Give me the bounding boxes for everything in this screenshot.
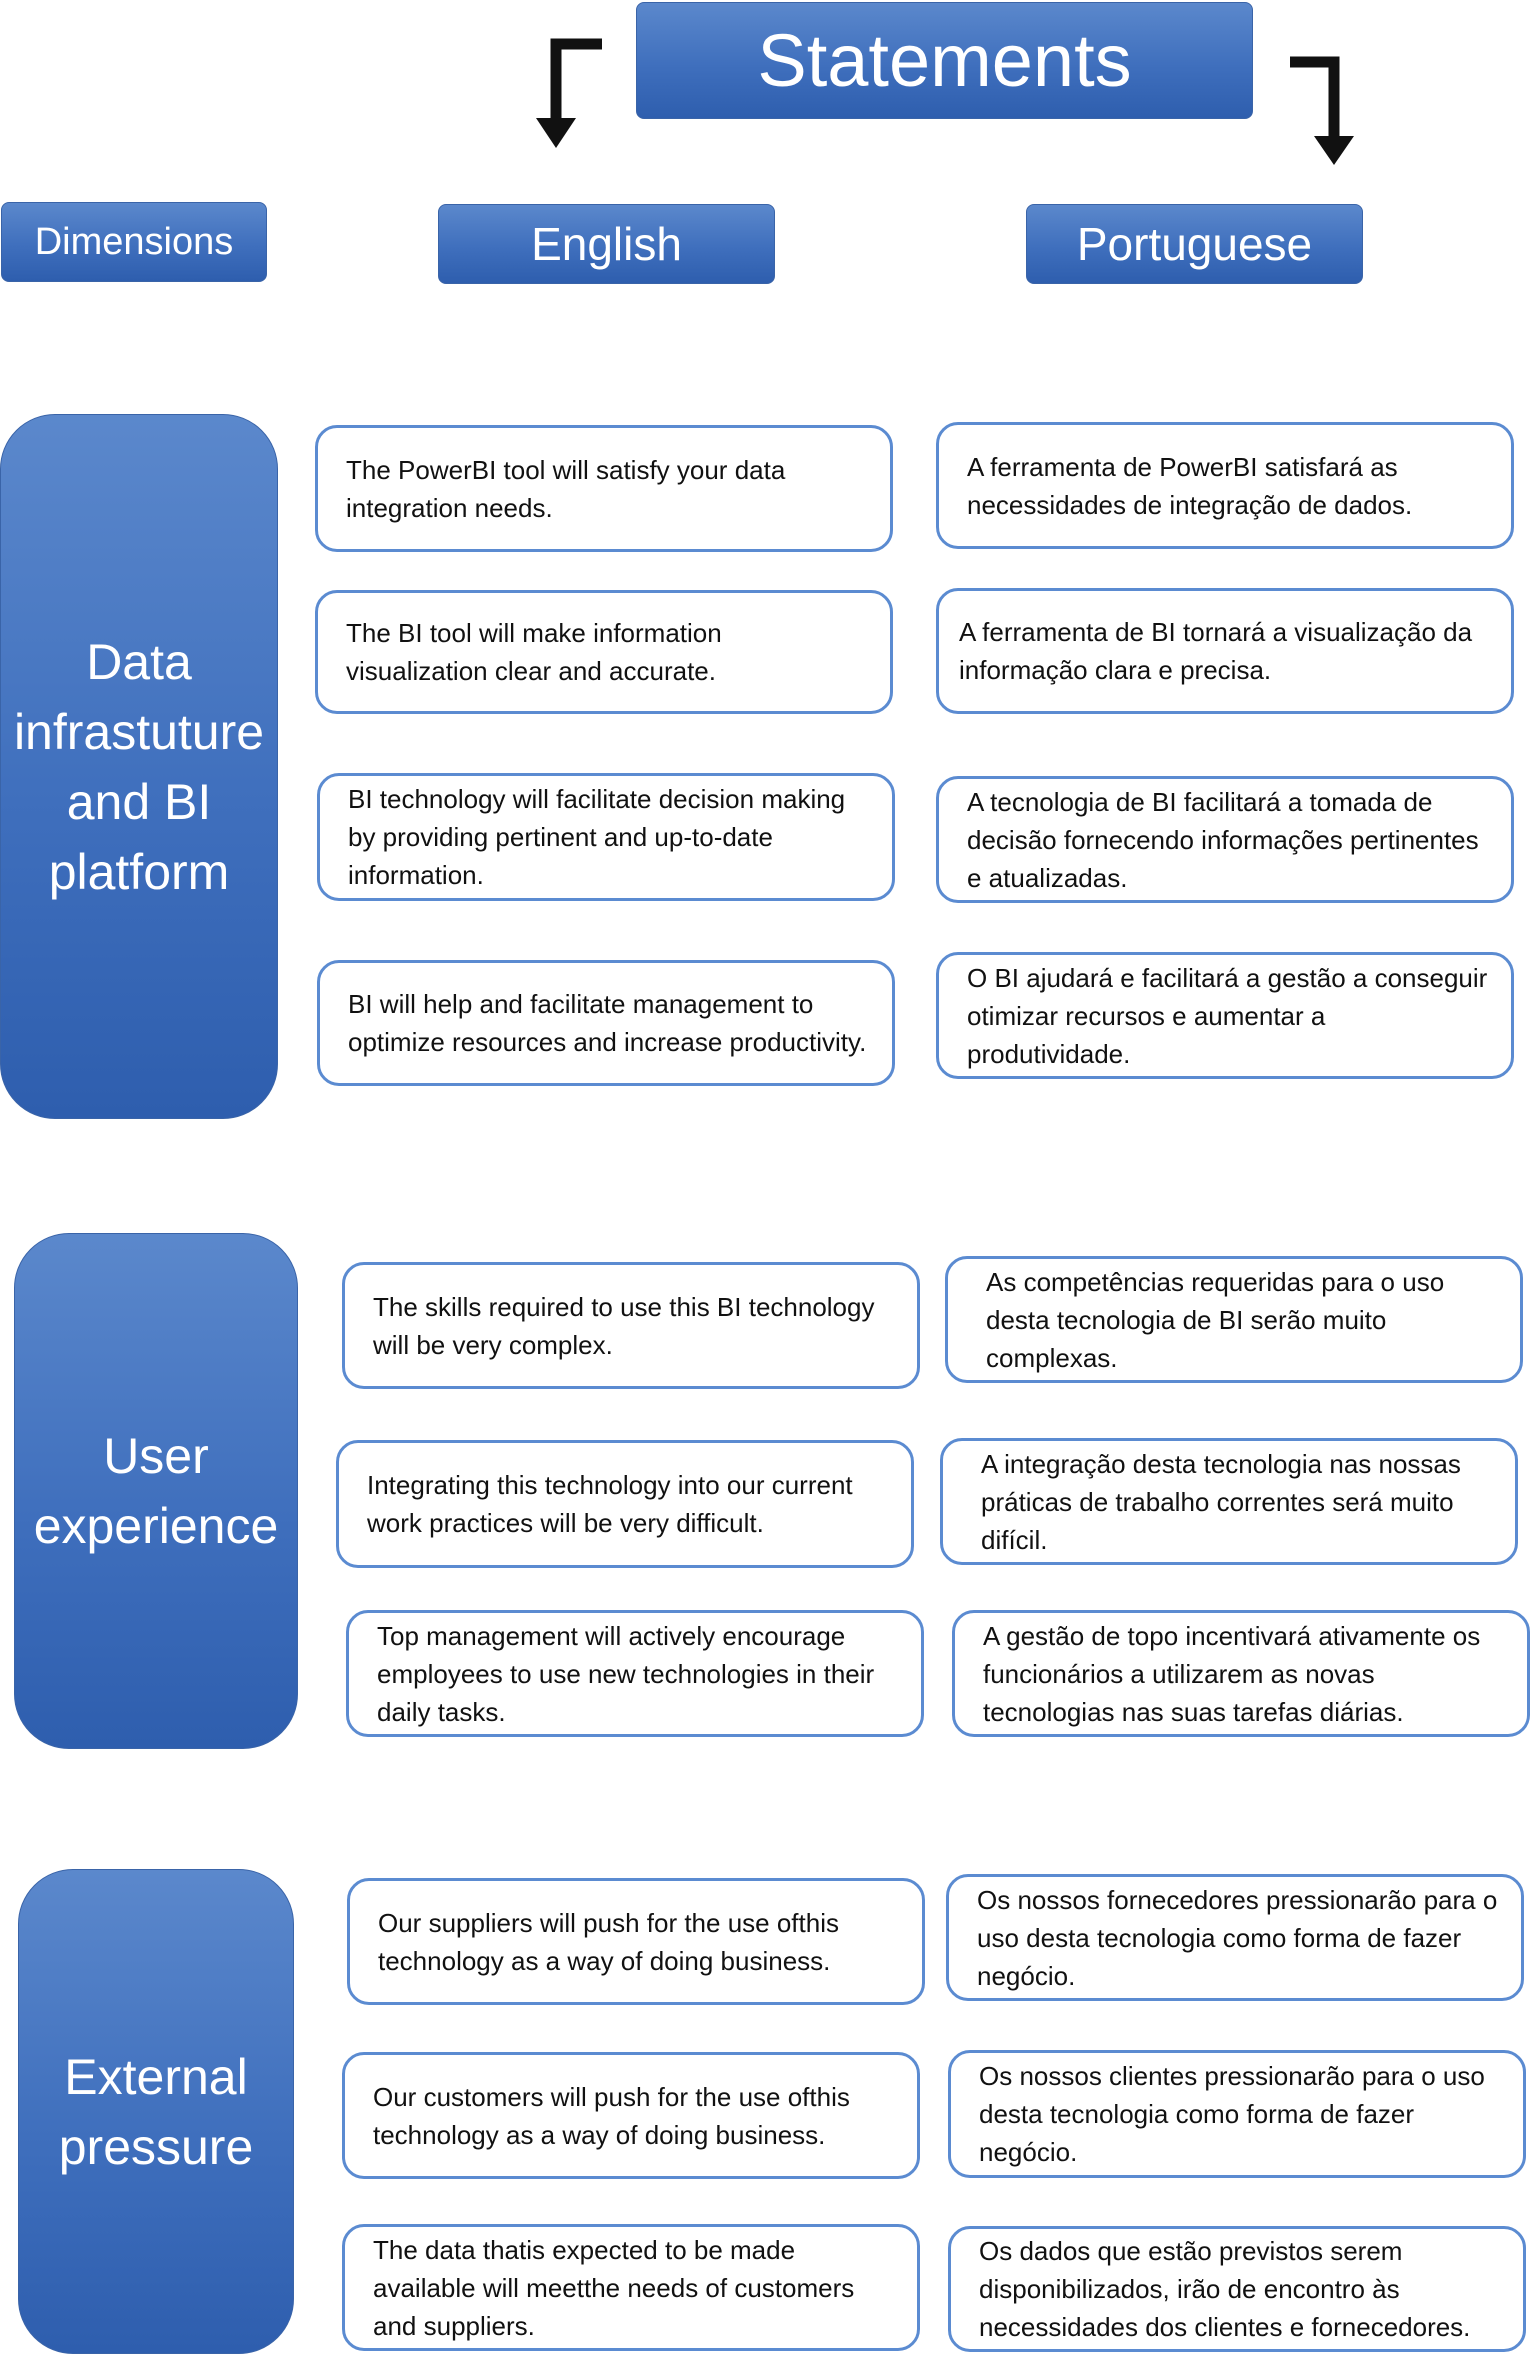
dimension-label: User experience: [33, 1428, 279, 1554]
dimension-label: Data infrastuture and BI platform: [13, 633, 265, 900]
portuguese-label: Portuguese: [1076, 218, 1313, 270]
statement-english: The data thatis expected to be made avai…: [342, 2224, 920, 2351]
arrow-right-icon: [1290, 56, 1340, 138]
statement-portuguese: A ferramenta de BI tornará a visualizaçã…: [936, 588, 1514, 714]
statement-portuguese: A tecnologia de BI facilitará a tomada d…: [936, 776, 1514, 903]
dimensions-label: Dimensions: [34, 220, 234, 263]
arrow-left-icon: [550, 38, 602, 120]
dimension-user-experience: User experience: [14, 1233, 298, 1749]
dimension-external-pressure: External pressure: [18, 1869, 294, 2354]
statement-english: Integrating this technology into our cur…: [336, 1440, 914, 1568]
statements-arrows: [536, 38, 1354, 165]
statement-portuguese: A integração desta tecnologia nas nossas…: [940, 1438, 1518, 1565]
statement-english: Top management will actively encourage e…: [346, 1610, 924, 1737]
statement-english: Our suppliers will push for the use ofth…: [347, 1878, 925, 2005]
statements-header: Statements: [636, 2, 1253, 119]
statements-title: Statements: [757, 19, 1132, 102]
english-label: English: [531, 218, 682, 270]
statement-portuguese: A gestão de topo incentivará ativamente …: [952, 1610, 1530, 1737]
statement-english: The BI tool will make information visual…: [315, 590, 893, 714]
statement-portuguese: Os nossos clientes pressionarão para o u…: [948, 2050, 1526, 2178]
statement-portuguese: A ferramenta de PowerBI satisfará as nec…: [936, 422, 1514, 549]
statement-english: The skills required to use this BI techn…: [342, 1262, 920, 1389]
statement-portuguese: Os nossos fornecedores pressionarão para…: [946, 1874, 1524, 2001]
statement-english: Our customers will push for the use ofth…: [342, 2052, 920, 2179]
dimension-data-infrastructure: Data infrastuture and BI platform: [0, 414, 278, 1119]
arrow-left-head: [536, 118, 576, 148]
statement-portuguese: O BI ajudará e facilitará a gestão a con…: [936, 952, 1514, 1079]
statement-english: BI technology will facilitate decision m…: [317, 773, 895, 901]
statement-portuguese: As competências requeridas para o uso de…: [945, 1256, 1523, 1383]
dimensions-header: Dimensions: [1, 202, 267, 282]
dimension-label: External pressure: [58, 2048, 254, 2175]
english-header: English: [438, 204, 775, 284]
portuguese-header: Portuguese: [1026, 204, 1363, 284]
statement-english: BI will help and facilitate management t…: [317, 960, 895, 1086]
statement-portuguese: Os dados que estão previstos serem dispo…: [948, 2226, 1526, 2352]
statement-english: The PowerBI tool will satisfy your data …: [315, 425, 893, 552]
arrow-right-head: [1314, 136, 1354, 165]
